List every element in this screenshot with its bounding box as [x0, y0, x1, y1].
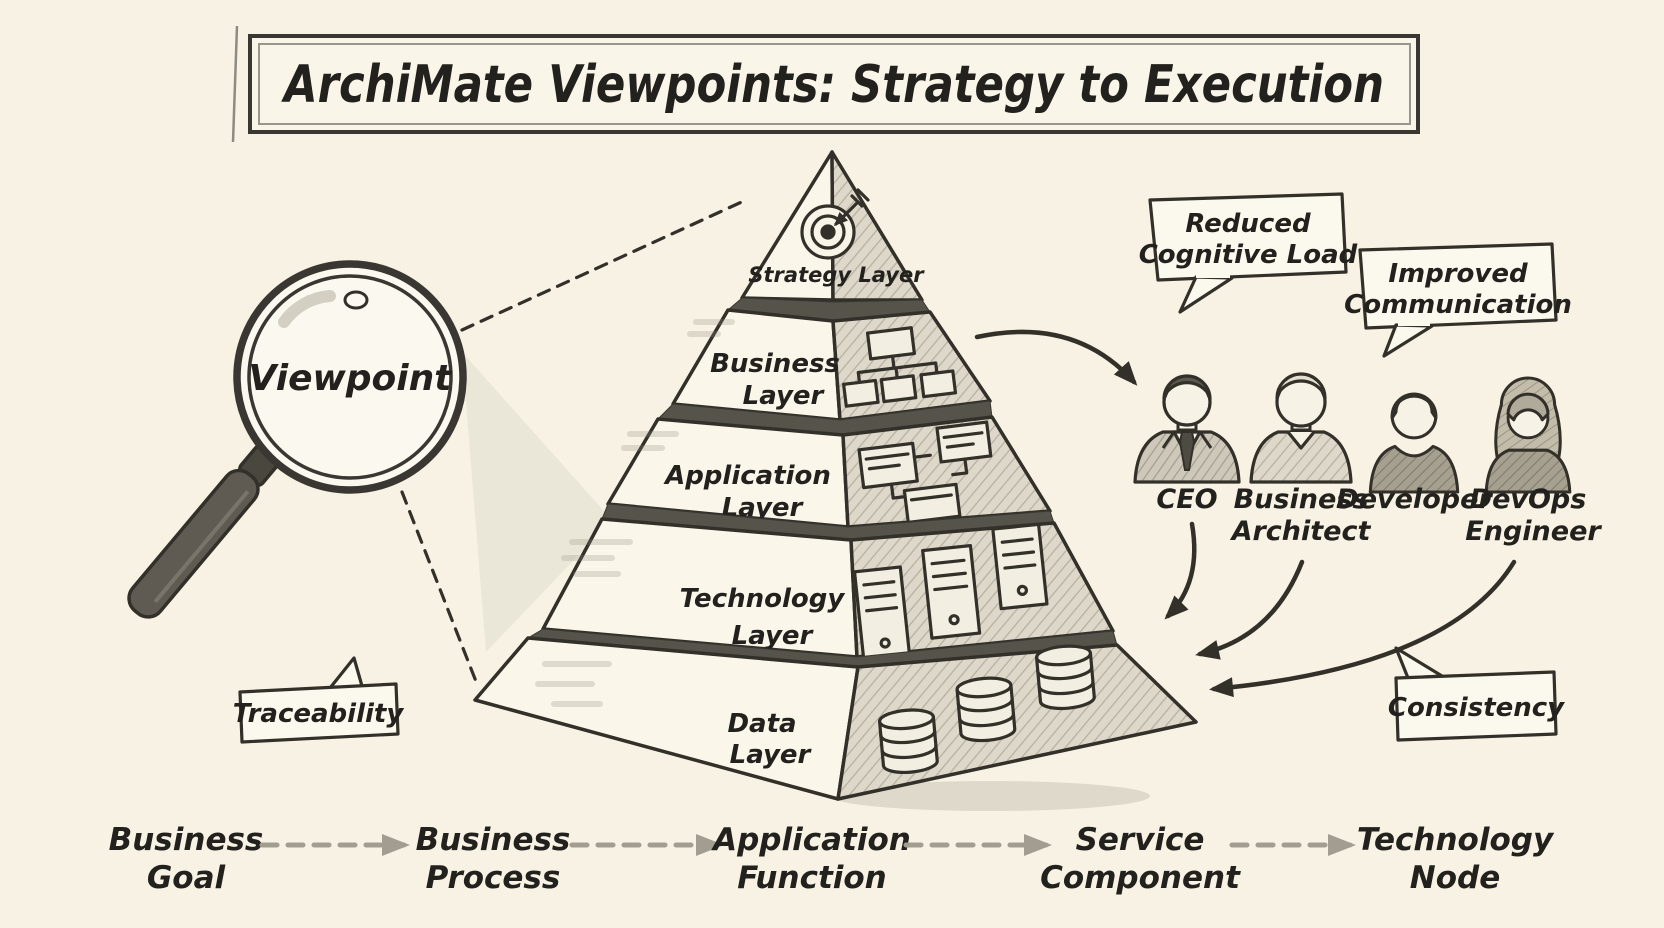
- benefit-text-consistency: Consistency: [1388, 693, 1565, 723]
- app-windows-icon: [857, 420, 993, 525]
- database-icon: [877, 644, 1096, 775]
- layer-label-strategy: Strategy Layer: [748, 263, 925, 287]
- stakeholder-label-architect-1: Business: [1234, 484, 1369, 515]
- magnifier-rim-inner: [247, 274, 453, 480]
- page-title: ArchiMate Viewpoints: Strategy to Execut…: [281, 55, 1384, 115]
- layer-data: Data Layer: [473, 636, 1198, 801]
- flow-label-function: Function: [737, 860, 887, 896]
- database-cylinder: [955, 676, 1017, 743]
- layer-label-technology-1: Technology: [680, 584, 846, 614]
- magnifier-handle: [127, 444, 281, 619]
- pyramid: Strategy Layer Business Layer: [473, 150, 1198, 811]
- pyramid-shadow: [830, 781, 1150, 811]
- title-banner-inner-line: [258, 43, 1411, 125]
- lens-glare-dot: [343, 290, 369, 310]
- bubble-reduced-cognitive-load: Reduced Cognitive Load: [1139, 192, 1358, 314]
- tie: [1178, 431, 1196, 471]
- arrow-pyramid-to-ceo: [974, 329, 1138, 386]
- stakeholders-row: CEO Business Architect Developer DevOps …: [1133, 372, 1602, 547]
- layer-label-business-2: Layer: [743, 381, 826, 411]
- person-icon-devops-engineer: [1484, 376, 1572, 494]
- person-icon-ceo: [1133, 374, 1241, 484]
- stakeholder-label-devops-2: Engineer: [1465, 516, 1602, 547]
- layer-label-application-1: Application: [663, 461, 831, 491]
- target-icon: [800, 188, 870, 260]
- database-cylinder: [1035, 644, 1096, 711]
- layer-application: Application Layer: [606, 415, 1052, 529]
- flow-item-application-function: Application Function: [710, 822, 911, 896]
- layer-label-technology-2: Layer: [732, 621, 815, 651]
- title-banner-box: [248, 34, 1420, 134]
- benefit-text-traceability: Traceability: [233, 699, 405, 729]
- benefit-bubbles: Reduced Cognitive Load Improved Communic…: [233, 192, 1572, 744]
- lens-glare: [278, 290, 336, 328]
- stakeholder-label-ceo: CEO: [1156, 484, 1217, 515]
- stakeholder-label-architect-2: Architect: [1230, 516, 1372, 547]
- layer-strategy: Strategy Layer: [740, 150, 925, 302]
- person-icon-developer: [1368, 392, 1460, 494]
- magnifier-icon: Viewpoint: [127, 260, 467, 619]
- viewpoint-label: Viewpoint: [249, 358, 454, 399]
- benefit-text-reduced-2: Cognitive Load: [1139, 240, 1358, 270]
- bubble-traceability: Traceability: [233, 656, 405, 744]
- dashed-line-to-apex: [460, 198, 748, 332]
- server-icon: [852, 522, 1049, 665]
- flow-label-process: Process: [426, 860, 561, 896]
- flow-item-business-process: Business Process: [416, 822, 571, 896]
- bubble-improved-communication: Improved Communication: [1344, 242, 1572, 358]
- arrow-architect-to-pyramid: [1195, 559, 1305, 660]
- flow-label-goal: Goal: [147, 860, 226, 896]
- layer-label-business-1: Business: [710, 349, 840, 379]
- dashed-line-to-base: [400, 490, 479, 686]
- lens-shadow-wash: [462, 352, 612, 652]
- stakeholder-label-developer: Developer: [1336, 484, 1493, 515]
- flow-label-technology: Technology: [1357, 822, 1555, 858]
- org-chart-icon: [842, 326, 958, 408]
- benefit-text-reduced-1: Reduced: [1185, 209, 1311, 239]
- magnifier-rim-outer: [233, 260, 467, 494]
- viewpoint-projection-lines: [400, 198, 748, 686]
- layer-business: Business Layer: [671, 308, 992, 422]
- flow-item-business-goal: Business Goal: [109, 822, 264, 896]
- stakeholder-label-devops-1: DevOps: [1470, 484, 1587, 515]
- flow-label-component: Component: [1040, 860, 1241, 896]
- flow-item-technology-node: Technology Node: [1357, 822, 1555, 896]
- bubble-consistency: Consistency: [1388, 646, 1565, 742]
- layer-label-data-2: Layer: [730, 740, 813, 770]
- flow-label-service: Service: [1076, 822, 1205, 858]
- traceability-flow-row: Business Goal Business Process Applicati…: [109, 822, 1555, 896]
- flow-label-business: Business: [109, 822, 264, 858]
- layer-technology: Technology Layer: [541, 517, 1115, 665]
- arrow-ceo-to-pyramid: [1164, 521, 1197, 620]
- database-cylinder: [877, 708, 939, 775]
- title-banner: ArchiMate Viewpoints: Strategy to Execut…: [231, 25, 1420, 143]
- flow-label-business2: Business: [416, 822, 571, 858]
- layer-label-data-1: Data: [727, 709, 796, 739]
- banner-sketch-tick: [231, 25, 239, 143]
- flow-item-service-component: Service Component: [1040, 822, 1241, 896]
- flow-label-node: Node: [1410, 860, 1500, 896]
- benefit-text-improved-2: Communication: [1344, 290, 1572, 320]
- flow-label-application: Application: [710, 822, 911, 858]
- benefit-text-improved-1: Improved: [1388, 259, 1528, 289]
- person-icon-business-architect: [1249, 372, 1353, 484]
